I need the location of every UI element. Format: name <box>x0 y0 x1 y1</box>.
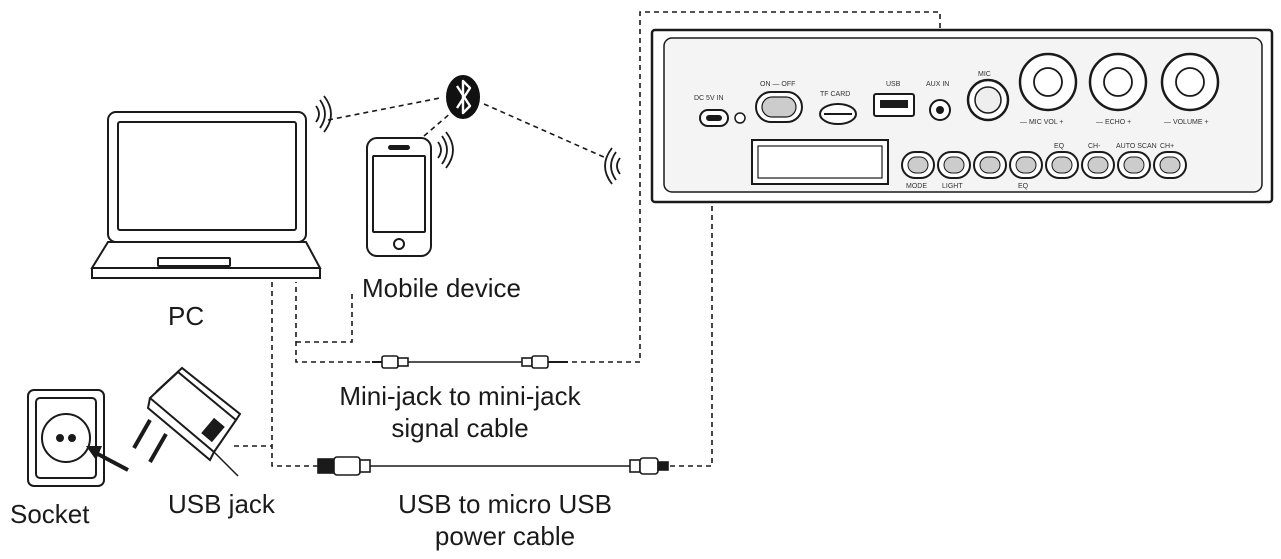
panel-button-top-label: CH- <box>1088 143 1101 150</box>
usb-jack-label: USB jack <box>168 489 275 519</box>
panel-button-label: EQ <box>1018 183 1029 190</box>
panel-button: EQ <box>1045 143 1079 179</box>
power-switch-label: ON — OFF <box>760 81 795 88</box>
usb-cable-icon <box>317 456 669 476</box>
mic-vol-label: — MIC VOL + <box>1020 119 1064 126</box>
mobile-device-label: Mobile device <box>362 273 521 303</box>
panel-button <box>973 151 1007 179</box>
dc-in-label: DC 5V IN <box>694 95 724 102</box>
bluetooth-icon <box>446 75 480 119</box>
bt-link-phone <box>423 111 453 137</box>
usb-cable-label-line1: USB to micro USB <box>398 489 612 519</box>
laptop-icon <box>90 111 322 279</box>
wall-socket-icon <box>27 389 105 487</box>
control-buttons: MODE LIGHT EQ <box>901 143 1187 190</box>
minijack-left-path <box>295 282 370 363</box>
panel-button: AUTO SCAN <box>1116 143 1157 179</box>
panel-button-label: MODE <box>906 183 927 190</box>
panel-button: CH+ <box>1153 143 1187 179</box>
phone-link-path <box>296 290 353 343</box>
panel-button-top-label: EQ <box>1054 143 1065 150</box>
socket-label: Socket <box>10 499 90 529</box>
pc-label: PC <box>168 301 205 331</box>
usb-port-label: USB <box>886 81 901 88</box>
echo-label: — ECHO + <box>1096 119 1131 126</box>
usb-cable-label: USB to micro USB power cable <box>360 488 650 552</box>
bt-link-panel <box>483 103 607 159</box>
minijack-cable-label-line2: signal cable <box>391 413 529 443</box>
usb-power-adapter-icon <box>132 366 242 477</box>
wireless-signal-icon <box>437 131 454 169</box>
wireless-signal-icon <box>315 95 332 133</box>
panel-button: LIGHT <box>937 151 971 190</box>
usb-cable-label-line2: power cable <box>434 521 576 551</box>
panel-button-label: LIGHT <box>942 183 963 190</box>
wireless-signal-icon <box>604 147 621 185</box>
dc-power-path <box>668 125 713 467</box>
minijack-cable-label: Mini-jack to mini-jack signal cable <box>300 380 620 444</box>
smartphone-icon <box>366 137 432 257</box>
volume-label: — VOLUME + <box>1164 119 1209 126</box>
power-led <box>734 112 746 124</box>
insert-arrow-icon <box>86 446 129 472</box>
minijack-cable-label-line1: Mini-jack to mini-jack <box>339 381 581 411</box>
bt-link-laptop <box>327 97 441 121</box>
aux-in-label: AUX IN <box>926 81 949 88</box>
panel-button: EQ <box>1009 151 1043 190</box>
mic-label: MIC <box>978 71 991 78</box>
usb-left-path <box>271 282 318 467</box>
panel-button: CH- <box>1081 143 1115 179</box>
device-back-panel: DC 5V IN ON — OFF TF CARD USB AUX IN MIC… <box>650 28 1274 204</box>
panel-button-top-label: AUTO SCAN <box>1116 143 1157 150</box>
panel-button: MODE <box>901 151 935 190</box>
panel-button-top-label: CH+ <box>1160 143 1174 150</box>
tf-card-label: TF CARD <box>820 91 850 98</box>
minijack-cable-icon <box>372 355 568 369</box>
